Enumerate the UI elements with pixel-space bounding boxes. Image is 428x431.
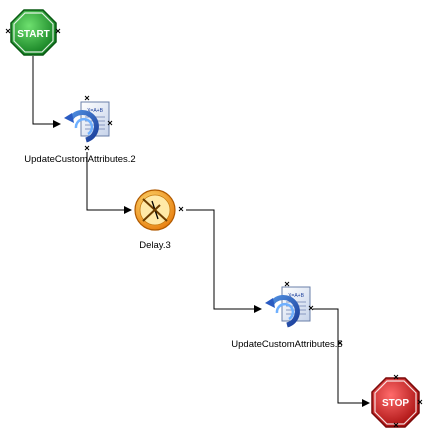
update5-handle-right[interactable] (308, 305, 314, 311)
node-label: Delay.3 (139, 240, 171, 251)
node-label: UpdateCustomAttributes.2 (24, 154, 135, 165)
connector-update2-to-delay3[interactable] (86, 152, 132, 214)
stop-label: STOP (382, 398, 409, 409)
formula-glyph: X=A+B (87, 108, 104, 114)
update-custom-attributes-2-node[interactable]: X=A+B UpdateCustomAttributes.2 (24, 95, 136, 165)
update2-handle-right[interactable] (107, 120, 113, 126)
node-label: UpdateCustomAttributes.5 (231, 339, 342, 350)
start-label: START (17, 29, 50, 40)
connector-update5-to-stop[interactable] (313, 308, 370, 407)
stop-handle-bottom[interactable] (393, 422, 399, 428)
update-attributes-icon: X=A+B (64, 101, 110, 143)
stop-node[interactable]: STOP (371, 374, 423, 428)
delay3-handle-right[interactable] (178, 206, 184, 212)
delay-3-node[interactable]: Delay.3 (134, 189, 184, 251)
update2-handle-bottom[interactable] (84, 145, 90, 151)
update5-handle-top[interactable] (284, 281, 290, 287)
connector-start-to-update2[interactable] (32, 56, 61, 128)
start-node[interactable]: START (5, 9, 61, 56)
stop-handle-right[interactable] (417, 399, 423, 405)
update-custom-attributes-5-node[interactable]: X=A+B UpdateCustomAttributes.5 (231, 281, 343, 350)
clock-icon (134, 189, 176, 231)
formula-glyph: X=A+B (288, 293, 305, 299)
update2-handle-top[interactable] (84, 95, 90, 101)
stop-handle-top[interactable] (393, 374, 399, 380)
start-handle-right[interactable] (55, 28, 61, 34)
connector-delay3-to-update5[interactable] (186, 209, 262, 313)
update-attributes-icon: X=A+B (265, 286, 311, 328)
start-handle-left[interactable] (5, 28, 11, 34)
update5-handle-bottom[interactable] (337, 340, 343, 346)
